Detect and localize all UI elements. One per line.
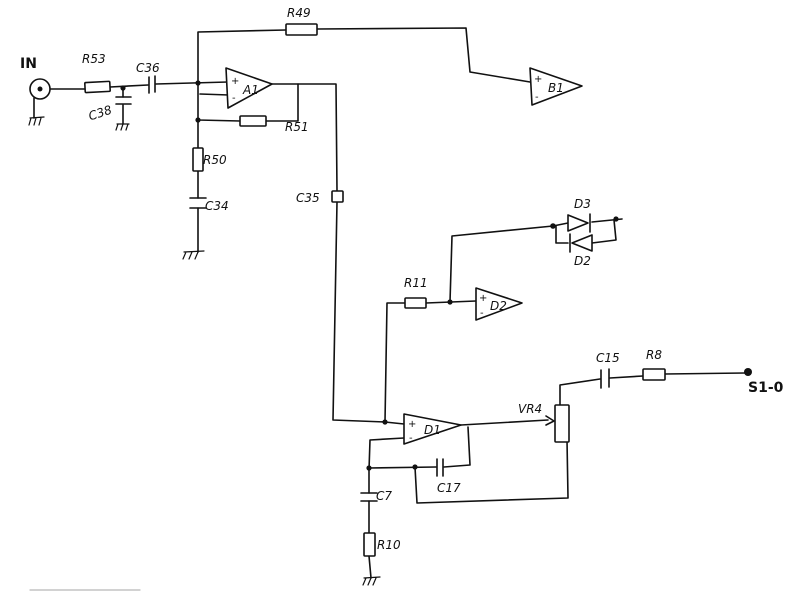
opamp-plus-symbol: +: [231, 76, 239, 87]
capacitor-c38: [115, 96, 132, 105]
resistor-r49: [285, 23, 318, 36]
opamp-b1: + -: [529, 67, 583, 106]
opamp-d1: + -: [403, 413, 462, 445]
label-a1: A1: [242, 83, 259, 97]
junction-dot: [366, 465, 372, 471]
capacitor-c35: [331, 190, 344, 203]
resistor-r10: [363, 532, 376, 557]
resistor-r51: [239, 115, 267, 127]
opamp-plus-symbol: +: [408, 419, 416, 430]
label-out: S1-0: [748, 380, 784, 396]
resistor-r8: [642, 368, 666, 381]
junction-dot: [120, 85, 126, 91]
output-terminal-icon: [744, 368, 752, 376]
ground-icon: [28, 116, 45, 126]
label-b1: B1: [548, 81, 564, 95]
junction-dot: [195, 80, 201, 86]
junction-dot: [550, 223, 556, 229]
diode-d3: [567, 213, 591, 233]
ground-icon: [362, 576, 381, 586]
input-connector: [28, 78, 51, 126]
capacitor-c7: [360, 492, 378, 502]
label-r53: R53: [82, 52, 106, 66]
opamp-minus-symbol: -: [535, 92, 539, 103]
opamp-minus-symbol: -: [480, 308, 484, 319]
potentiometer-vr4: [554, 404, 570, 443]
label-c38: C38: [87, 103, 114, 124]
label-r8: R8: [646, 348, 662, 362]
resistor-r53: [84, 80, 111, 94]
resistor-r50: [192, 147, 204, 172]
junction-dot: [195, 117, 201, 123]
capacitor-c36: [148, 75, 156, 94]
label-r11: R11: [404, 276, 428, 290]
junction-dot: [412, 464, 418, 470]
resistor-r11: [404, 297, 427, 309]
label-d1: D1: [424, 423, 441, 437]
label-d2: D2: [574, 254, 591, 268]
label-c7: C7: [376, 489, 392, 503]
diode-d2: [569, 233, 593, 253]
opamp-d2: + -: [475, 287, 523, 321]
label-in: IN: [20, 56, 37, 72]
capacitor-c15: [600, 368, 610, 389]
wires: [39, 27, 746, 579]
capacitor-c34: [189, 197, 207, 209]
label-c15: C15: [596, 351, 620, 365]
label-r50: R50: [203, 153, 227, 167]
capacitor-c17: [436, 458, 444, 477]
opamp-a1: + -: [225, 67, 273, 109]
junction-dots: [120, 80, 619, 471]
junction-dot: [613, 216, 619, 222]
ground-icon: [182, 250, 205, 260]
label-r49: R49: [287, 6, 311, 20]
label-c17: C17: [437, 481, 461, 495]
label-c36: C36: [136, 61, 160, 75]
junction-dot: [447, 299, 453, 305]
label-d2-opamp: D2: [490, 299, 507, 313]
label-r51: R51: [285, 120, 309, 134]
ground-icon: [115, 123, 130, 131]
label-c35: C35: [296, 191, 320, 205]
opamp-plus-symbol: +: [479, 293, 487, 304]
label-r10: R10: [377, 538, 401, 552]
opamp-minus-symbol: -: [232, 93, 236, 104]
opamp-minus-symbol: -: [409, 433, 413, 444]
label-c34: C34: [205, 199, 229, 213]
label-vr4: VR4: [518, 402, 542, 416]
junction-dot: [382, 419, 388, 425]
opamp-plus-symbol: +: [534, 74, 542, 85]
label-d3: D3: [574, 197, 591, 211]
wiper-arrow-icon: [545, 415, 555, 426]
